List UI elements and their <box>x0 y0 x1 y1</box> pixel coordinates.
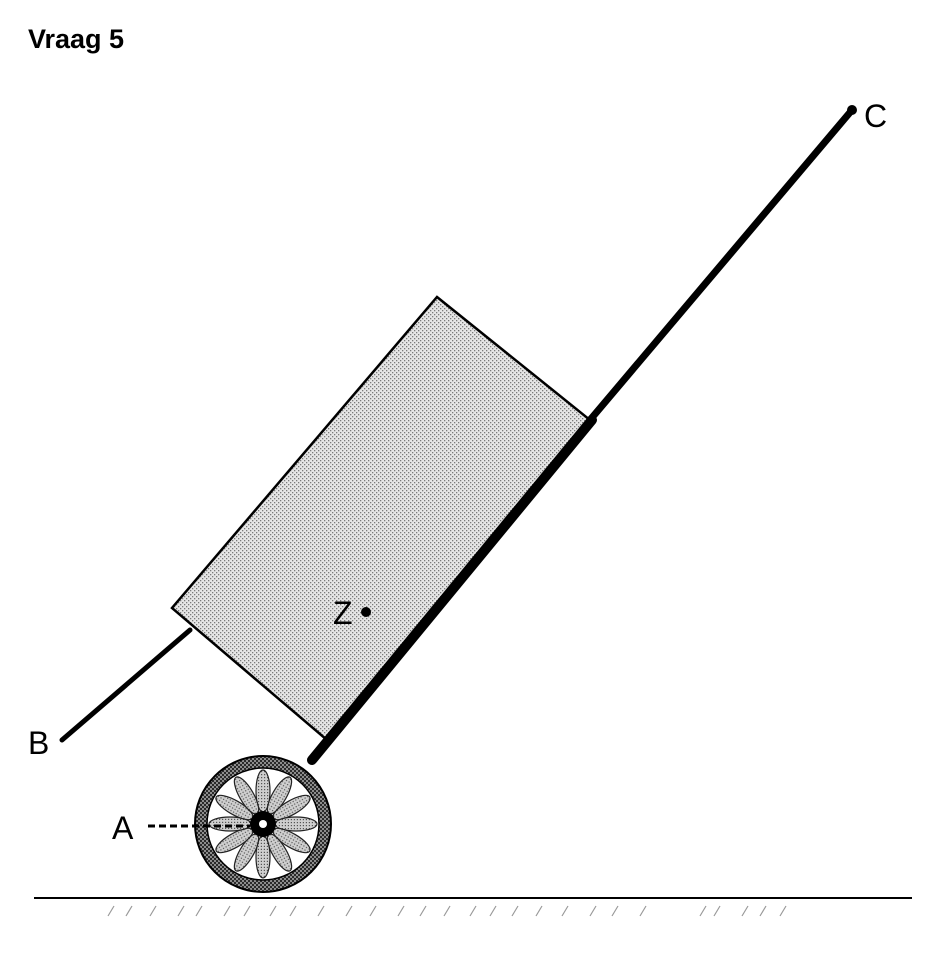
label-z: Z <box>333 595 353 631</box>
label-b: B <box>28 725 49 761</box>
wheel <box>194 755 332 893</box>
axle-point-a <box>259 820 267 828</box>
label-a: A <box>112 810 134 846</box>
rod-b <box>59 627 193 743</box>
frame-rod-lower <box>307 415 597 765</box>
center-of-mass-z-dot <box>361 607 371 617</box>
end-c-dot <box>847 105 857 115</box>
question-title: Vraag 5 <box>28 24 125 54</box>
frame-rod-upper <box>586 106 856 424</box>
label-c: C <box>864 98 887 134</box>
ground-hatching <box>107 905 787 917</box>
